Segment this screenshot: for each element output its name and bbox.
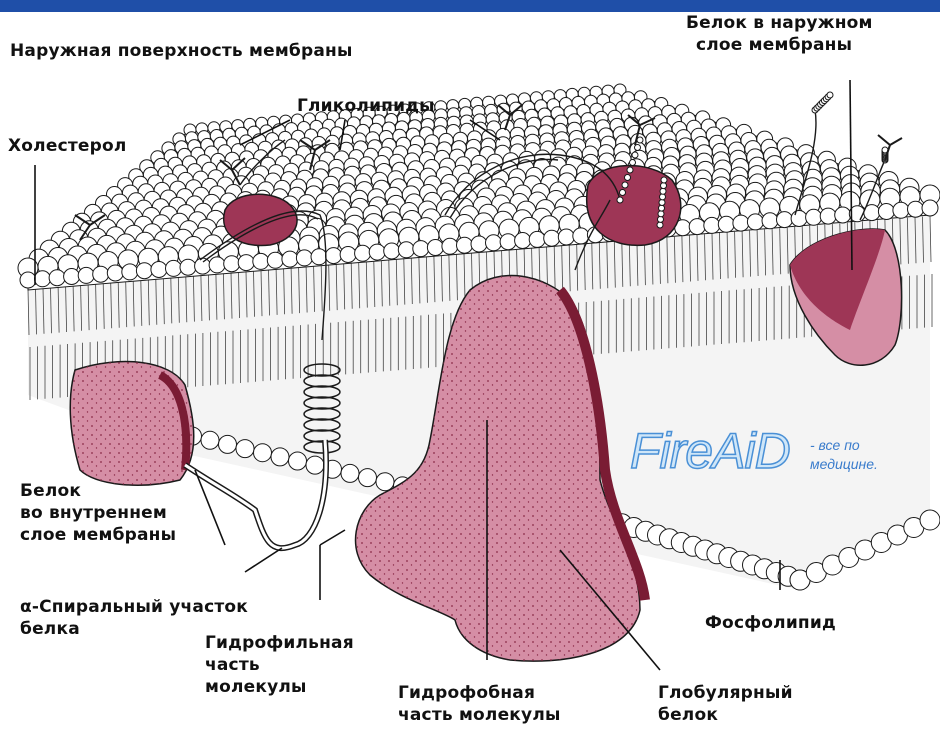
surface-protein-middle — [587, 166, 681, 246]
label-outer-surface: Наружная поверхность мембраны — [10, 40, 353, 62]
watermark: FireAiD - все по медицине. — [630, 422, 930, 502]
label-inner-protein: Белок во внутреннем слое мембраны — [20, 480, 176, 546]
label-phospholipid: Фосфолипид — [705, 612, 836, 634]
label-globular: Глобулярный белок — [658, 682, 793, 726]
watermark-tagline-1: - все по — [810, 437, 860, 453]
surface-protein-small — [224, 194, 297, 245]
watermark-tagline-2: медицине. — [810, 456, 878, 472]
label-cholesterol: Холестерол — [8, 135, 127, 157]
label-hydrophilic: Гидрофильная часть молекулы — [205, 632, 354, 698]
watermark-logo: FireAiD — [630, 422, 790, 480]
label-outer-protein: Белок в наружном слое мембраны — [686, 12, 873, 56]
label-hydrophobic: Гидрофобная часть молекулы — [398, 682, 561, 726]
label-glycolipids: Гликолипиды — [297, 95, 435, 117]
